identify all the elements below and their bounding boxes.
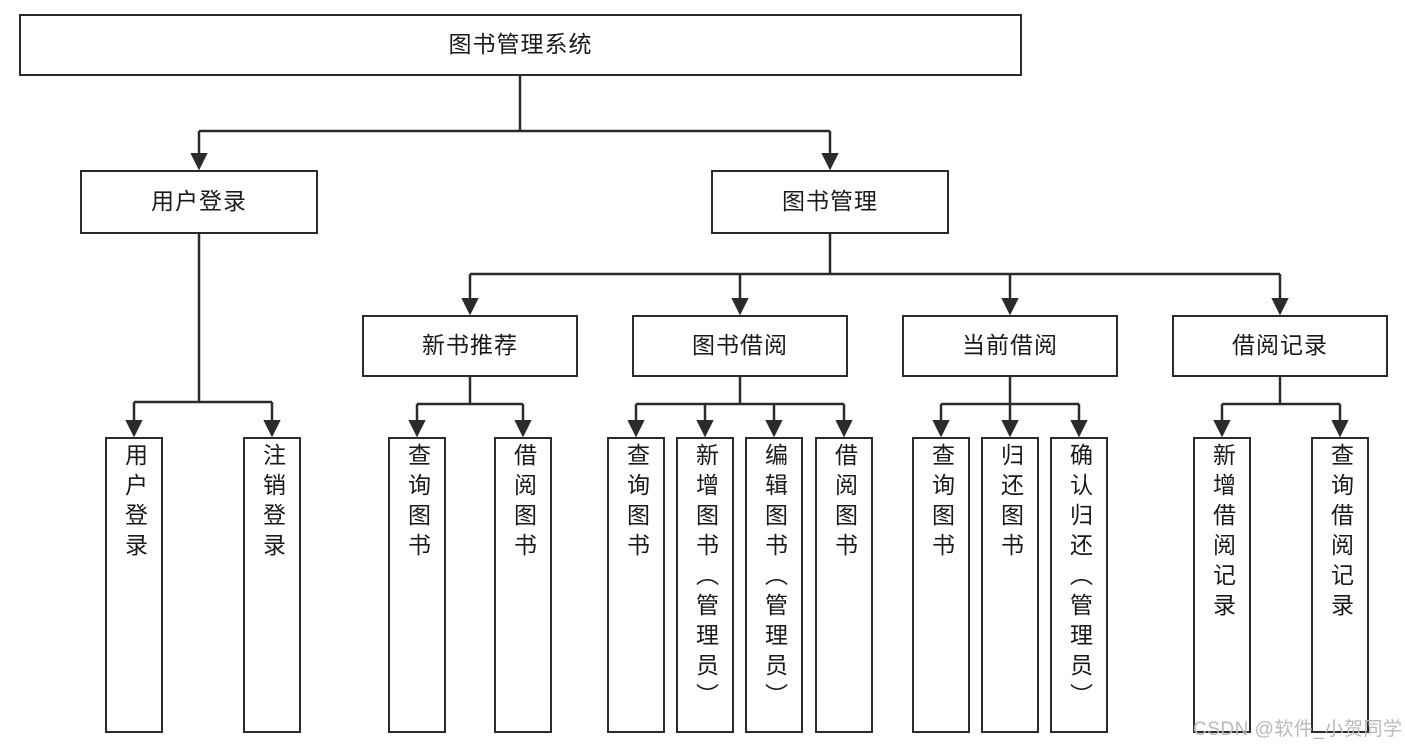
leaf-borrow-book-newbook[interactable]: 借阅图书 [494, 437, 552, 733]
leaf-query-book-newbook[interactable]: 查询图书 [388, 437, 446, 733]
node-user-login[interactable]: 用户登录 [80, 170, 318, 234]
leaf-add-book-admin[interactable]: 新增图书（管理员） [676, 437, 734, 733]
leaf-return-book[interactable]: 归还图书 [981, 437, 1039, 733]
leaf-query-book-current[interactable]: 查询图书 [912, 437, 970, 733]
node-root-label: 图书管理系统 [448, 31, 593, 58]
leaf-edit-book-admin[interactable]: 编辑图书（管理员） [745, 437, 803, 733]
leaf-confirm-return-admin[interactable]: 确认归还（管理员） [1050, 437, 1108, 733]
leaf-return-book-label: 归还图书 [997, 443, 1024, 563]
leaf-add-borrow-record[interactable]: 新增借阅记录 [1193, 437, 1251, 733]
leaf-borrow-book-borrow[interactable]: 借阅图书 [815, 437, 873, 733]
leaf-query-book-newbook-label: 查询图书 [404, 443, 431, 563]
leaf-query-borrow-record-label: 查询借阅记录 [1327, 443, 1354, 623]
node-user-login-label: 用户登录 [151, 188, 247, 215]
node-new-book-recommend-label: 新书推荐 [422, 332, 518, 359]
leaf-query-book-current-label: 查询图书 [928, 443, 955, 563]
leaf-user-login-label: 用户登录 [121, 443, 148, 563]
csdn-watermark: CSDN @软件_小贺同学 [1193, 719, 1403, 740]
leaf-user-login[interactable]: 用户登录 [105, 437, 163, 733]
node-new-book-recommend[interactable]: 新书推荐 [362, 315, 578, 377]
leaf-edit-book-admin-label: 编辑图书（管理员） [761, 443, 788, 713]
leaf-confirm-return-admin-label: 确认归还（管理员） [1066, 443, 1093, 713]
leaf-query-borrow-record[interactable]: 查询借阅记录 [1311, 437, 1369, 733]
node-book-management-label: 图书管理 [782, 188, 878, 215]
leaf-query-book-borrow[interactable]: 查询图书 [607, 437, 665, 733]
leaf-query-book-borrow-label: 查询图书 [623, 443, 650, 563]
node-root[interactable]: 图书管理系统 [19, 14, 1022, 76]
node-book-borrow[interactable]: 图书借阅 [632, 315, 848, 377]
node-borrow-record-label: 借阅记录 [1232, 332, 1328, 359]
leaf-borrow-book-newbook-label: 借阅图书 [510, 443, 537, 563]
node-book-management[interactable]: 图书管理 [711, 170, 949, 234]
leaf-add-borrow-record-label: 新增借阅记录 [1209, 443, 1236, 623]
node-book-borrow-label: 图书借阅 [692, 332, 788, 359]
node-current-borrow[interactable]: 当前借阅 [902, 315, 1118, 377]
leaf-logout[interactable]: 注销登录 [243, 437, 301, 733]
leaf-logout-label: 注销登录 [259, 443, 286, 563]
node-borrow-record[interactable]: 借阅记录 [1172, 315, 1388, 377]
node-current-borrow-label: 当前借阅 [962, 332, 1058, 359]
leaf-add-book-admin-label: 新增图书（管理员） [692, 443, 719, 713]
leaf-borrow-book-borrow-label: 借阅图书 [831, 443, 858, 563]
